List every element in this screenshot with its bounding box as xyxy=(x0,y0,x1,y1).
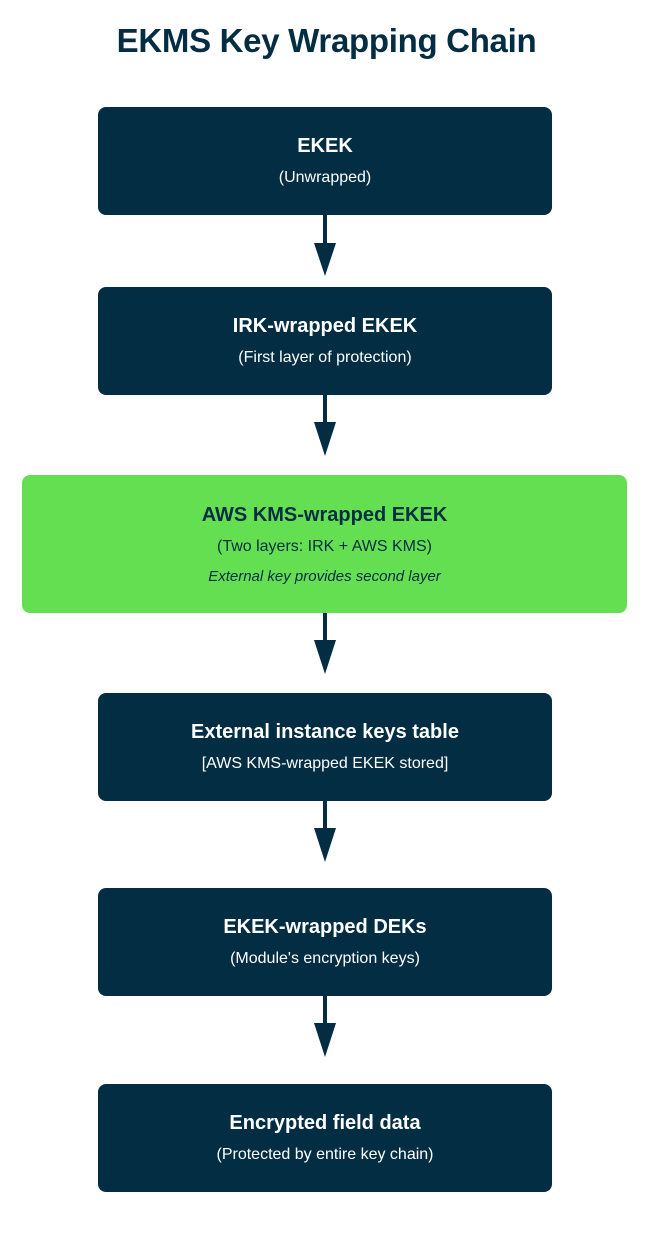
node-note: External key provides second layer xyxy=(208,567,441,585)
node-ekek: EKEK (Unwrapped) xyxy=(98,107,552,215)
node-sublabel: [AWS KMS-wrapped EKEK stored] xyxy=(201,755,449,772)
node-label: AWS KMS-wrapped EKEK xyxy=(201,503,448,526)
node-irk-wrapped-ekek: IRK-wrapped EKEK (First layer of protect… xyxy=(98,287,552,395)
node-label: EKEK xyxy=(297,135,353,157)
node-sublabel: (Module's encryption keys) xyxy=(230,950,420,967)
node-label: EKEK-wrapped DEKs xyxy=(223,916,427,938)
node-sublabel: (Protected by entire key chain) xyxy=(216,1146,434,1163)
node-sublabel: (Two layers: IRK + AWS KMS) xyxy=(216,537,432,555)
arrow-5-head xyxy=(314,1023,336,1057)
arrow-1-head xyxy=(314,243,336,276)
arrow-2-head xyxy=(314,422,336,456)
node-sublabel: (First layer of protection) xyxy=(238,349,412,366)
node-sublabel: (Unwrapped) xyxy=(278,169,372,186)
node-label: IRK-wrapped EKEK xyxy=(232,315,418,337)
node-label: Encrypted field data xyxy=(229,1112,421,1134)
arrow-3-head xyxy=(314,640,336,674)
diagram-title: EKMS Key Wrapping Chain xyxy=(116,22,537,59)
node-label: External instance keys table xyxy=(191,721,459,743)
node-external-instance-keys-table: External instance keys table [AWS KMS-wr… xyxy=(98,693,552,801)
arrow-4-head xyxy=(314,828,336,862)
node-aws-kms-wrapped-ekek: AWS KMS-wrapped EKEK (Two layers: IRK + … xyxy=(22,475,627,613)
node-ekek-wrapped-deks: EKEK-wrapped DEKs (Module's encryption k… xyxy=(98,888,552,996)
node-encrypted-field-data: Encrypted field data (Protected by entir… xyxy=(98,1084,552,1192)
